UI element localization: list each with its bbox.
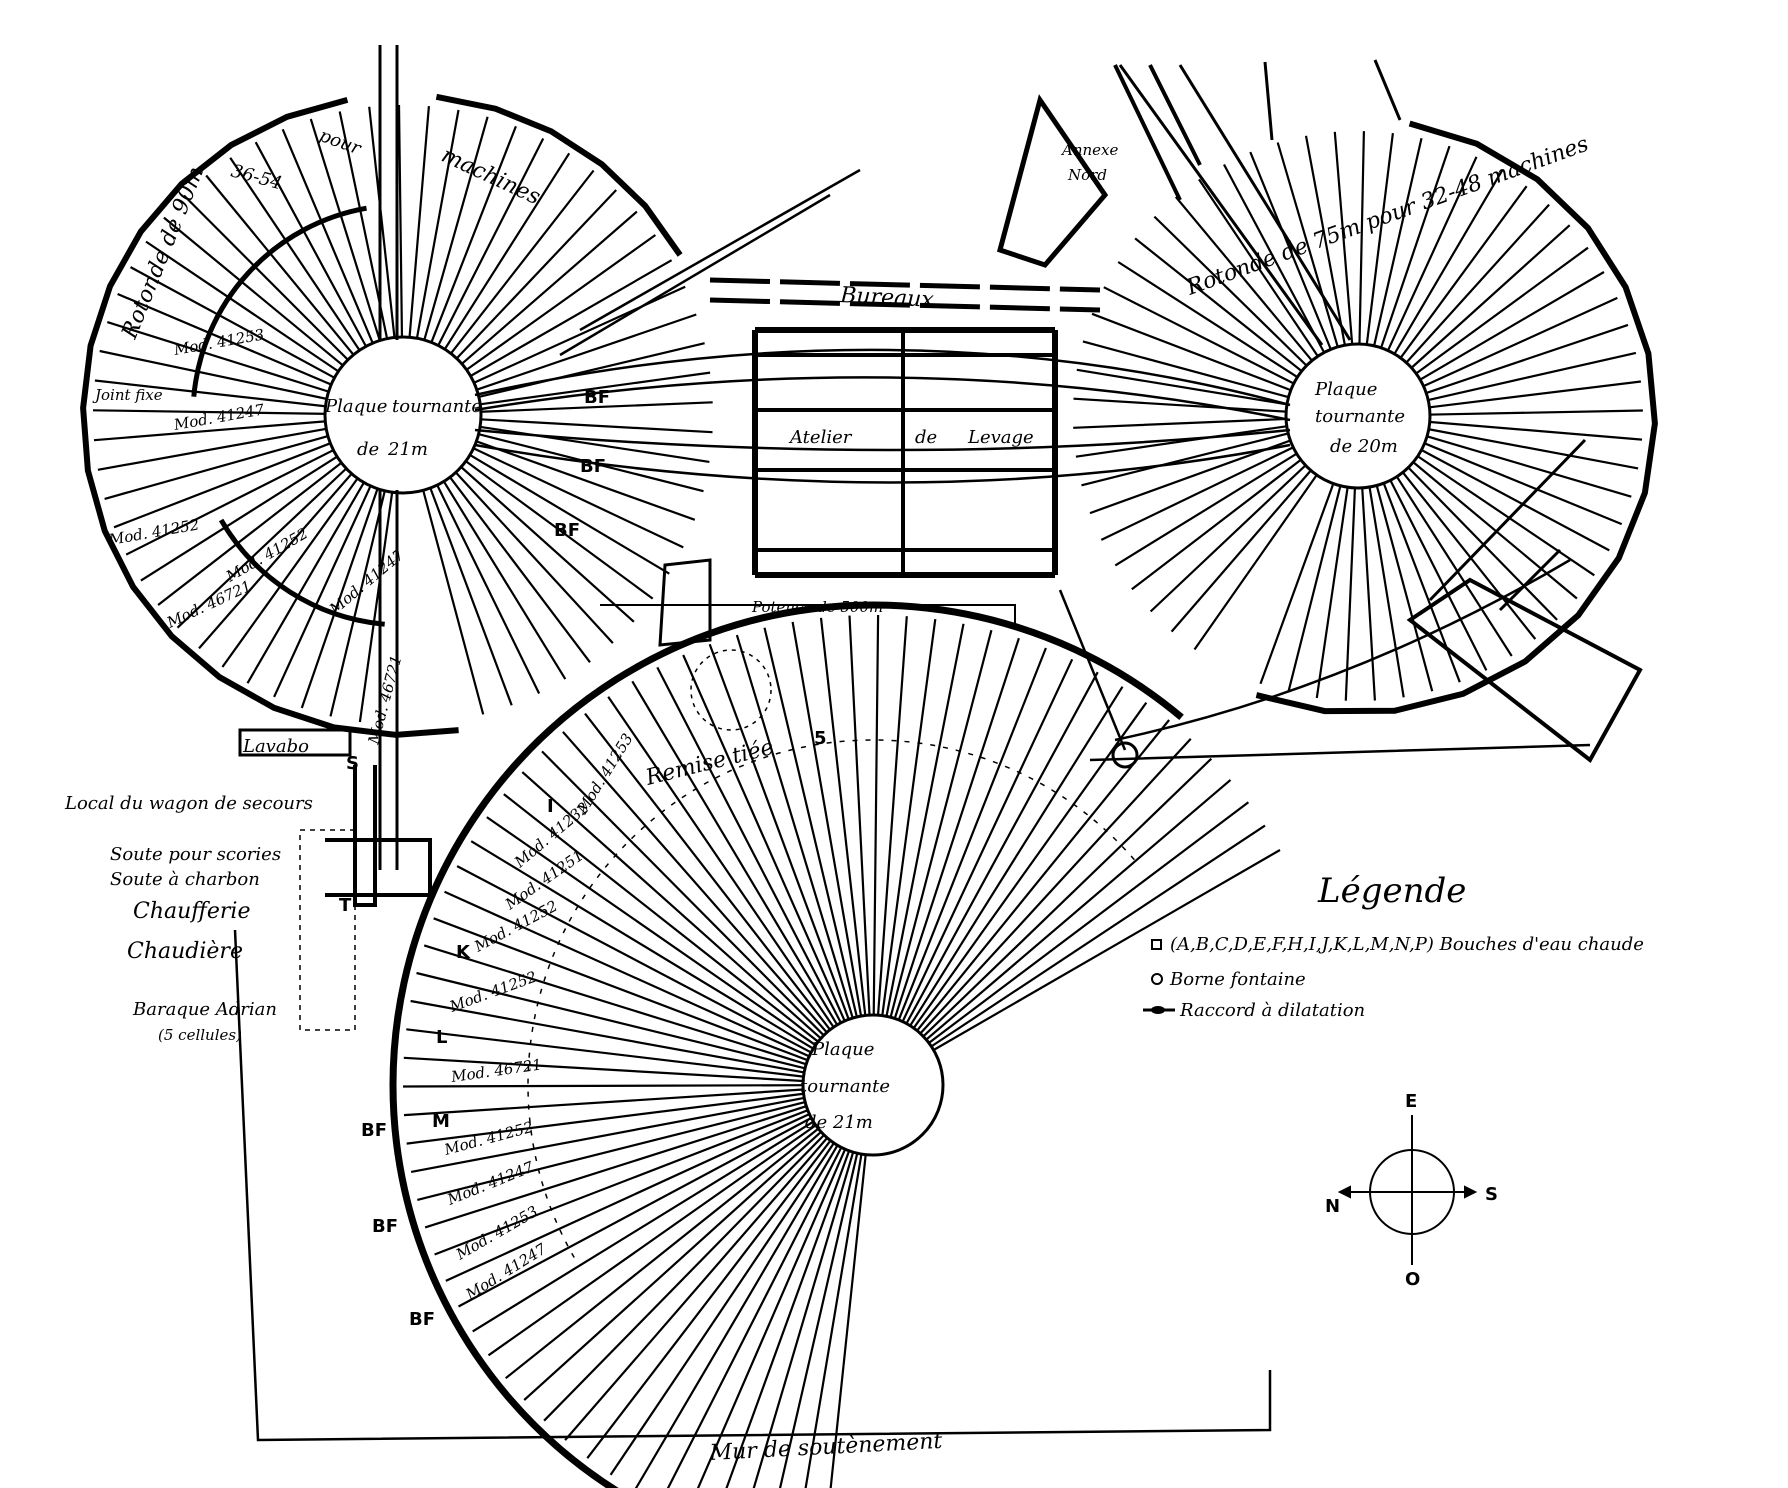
- remise-small-annex: [658, 558, 712, 647]
- plaque-east-line3: de 20m: [1330, 436, 1398, 457]
- chaudiere-label: Chaudière: [127, 939, 243, 964]
- legend-circle-symbol: [1151, 973, 1163, 985]
- west-heating-main-s: [218, 518, 385, 627]
- legend-joint-symbol: [1151, 1006, 1165, 1014]
- plaque-west-line2: tournante: [392, 396, 482, 417]
- east-radial-tracks: [1073, 131, 1643, 701]
- plaque-south-line3: de 21m: [805, 1112, 873, 1133]
- baraque-outline: [299, 829, 356, 1031]
- joint-fixe-label: Joint fixe: [92, 386, 163, 404]
- compass-bottom-label: O: [1405, 1269, 1420, 1290]
- potence-guide: [600, 604, 1016, 630]
- east-shed-outline: [1406, 577, 1643, 764]
- local-wagon-label: Local du wagon de secours: [64, 793, 313, 814]
- annexe-line2: Nord: [1067, 166, 1107, 184]
- bf-label-2: BF: [580, 456, 606, 477]
- plaque-west-line4: 21m: [387, 439, 428, 460]
- levage-label: Levage: [967, 427, 1034, 448]
- bf-label-1: BF: [584, 387, 610, 408]
- mod-west-1: Mod. 41253: [172, 325, 266, 359]
- annexe-line1: Annexe: [1060, 141, 1118, 159]
- west-radial-tracks: [92, 104, 713, 723]
- count-label: 36-54: [229, 161, 285, 195]
- remise-tiee-label: Remise tiée: [642, 735, 776, 791]
- baraque-label: Baraque Adrian: [132, 999, 277, 1020]
- remise-number: 5: [814, 728, 827, 749]
- west-outer-wall-ne: [435, 93, 683, 257]
- west-outer-wall: [80, 97, 459, 738]
- south-turntable-pit: [801, 1013, 945, 1157]
- mod-west-3: Mod. 41252: [107, 515, 201, 549]
- soute-charbon-label: Soute à charbon: [110, 869, 260, 890]
- connector-manhole: [1111, 741, 1139, 769]
- compass-rose: [1337, 1115, 1478, 1265]
- mod-west-4: Mod. 46721: [163, 577, 254, 632]
- south-inspection-ring: [527, 739, 1138, 1258]
- south-outer-wall: [389, 601, 1184, 1488]
- pour-label: pour: [316, 125, 364, 160]
- atelier-de-label: de: [915, 427, 937, 448]
- east-outer-wall: [1255, 120, 1658, 715]
- mod-south-7: Mod. 41252: [441, 1118, 535, 1159]
- baraque-sub-label: (5 cellules): [158, 1026, 242, 1044]
- lavabo-outline: [238, 728, 352, 757]
- plaque-east-line2: tournante: [1315, 406, 1405, 427]
- legend-title: Légende: [1317, 871, 1466, 911]
- annexe-nord-outline: [996, 94, 1109, 268]
- compass-arrow-n: [1337, 1185, 1351, 1199]
- plaque-south-line1: Plaque: [811, 1039, 874, 1060]
- mod-south-5: Mod. 41252: [446, 968, 539, 1016]
- compass-top-label: E: [1405, 1091, 1417, 1112]
- legend-square-symbol: [1151, 939, 1162, 950]
- soute-scories-label: Soute pour scories: [110, 844, 281, 865]
- bf-south-1: BF: [361, 1120, 387, 1141]
- east-lead-tracks: [1118, 59, 1402, 346]
- west-turntable-pit: [323, 335, 483, 495]
- bf-south-2: BF: [372, 1216, 398, 1237]
- bf-label-3: BF: [554, 520, 580, 541]
- site-boundary: [233, 929, 1272, 1442]
- east-sidings: [1113, 64, 1202, 201]
- plaque-south-line2: tournante: [800, 1076, 890, 1097]
- hydrant-l: L: [436, 1027, 447, 1048]
- hydrant-k: K: [456, 942, 471, 963]
- legend: Légende (A,B,C,D,E,F,H,I,J,K,L,M,N,P) Bo…: [1143, 871, 1644, 1021]
- s-label: S: [346, 753, 359, 774]
- atelier-bays: [755, 330, 1055, 575]
- chaufferie-label: Chaufferie: [133, 899, 250, 924]
- bf-south-3: BF: [409, 1309, 435, 1330]
- compass-arrow-s: [1464, 1185, 1478, 1199]
- potence-label: Potence de 500m: [751, 598, 883, 616]
- lavabo-label: Lavabo: [242, 736, 309, 757]
- hydrant-i: I: [547, 796, 554, 817]
- northwest-connector: [559, 168, 861, 357]
- hydrant-m: M: [432, 1111, 450, 1132]
- drawing-linework: [80, 45, 1658, 1488]
- east-turntable-pit: [1284, 342, 1432, 490]
- legend-item-3: Raccord à dilatation: [1179, 1000, 1365, 1021]
- compass-left-label: N: [1325, 1196, 1340, 1217]
- west-heating-main: [191, 205, 367, 397]
- potence-circle: [690, 649, 772, 731]
- compass-right-label: S: [1485, 1184, 1498, 1205]
- west-lead-track: [378, 45, 399, 870]
- east-connector: [1058, 558, 1591, 762]
- south-radial-tracks: [402, 614, 1281, 1488]
- t-label: T: [339, 895, 352, 916]
- machines-label: machines: [437, 143, 544, 210]
- bureaux-label: Bureaux: [839, 283, 935, 313]
- atelier-label: Atelier: [788, 427, 853, 448]
- legend-item-1: (A,B,C,D,E,F,H,I,J,K,L,M,N,P) Bouches d'…: [1170, 934, 1644, 955]
- bureaux-walls: [709, 277, 1101, 313]
- rotonde-east-label: Rotonde de 75m pour 32-48 machines: [1183, 132, 1592, 301]
- plaque-west-line3: de: [357, 439, 379, 460]
- through-tracks: [474, 348, 1291, 484]
- mod-south-6: Mod. 46721: [449, 1055, 543, 1086]
- plaque-west-line1: Plaque: [324, 396, 387, 417]
- mod-south-8: Mod. 41247: [444, 1158, 537, 1209]
- service-buildings: [325, 765, 432, 907]
- legend-item-2: Borne fontaine: [1169, 969, 1306, 990]
- plaque-east-line1: Plaque: [1314, 379, 1377, 400]
